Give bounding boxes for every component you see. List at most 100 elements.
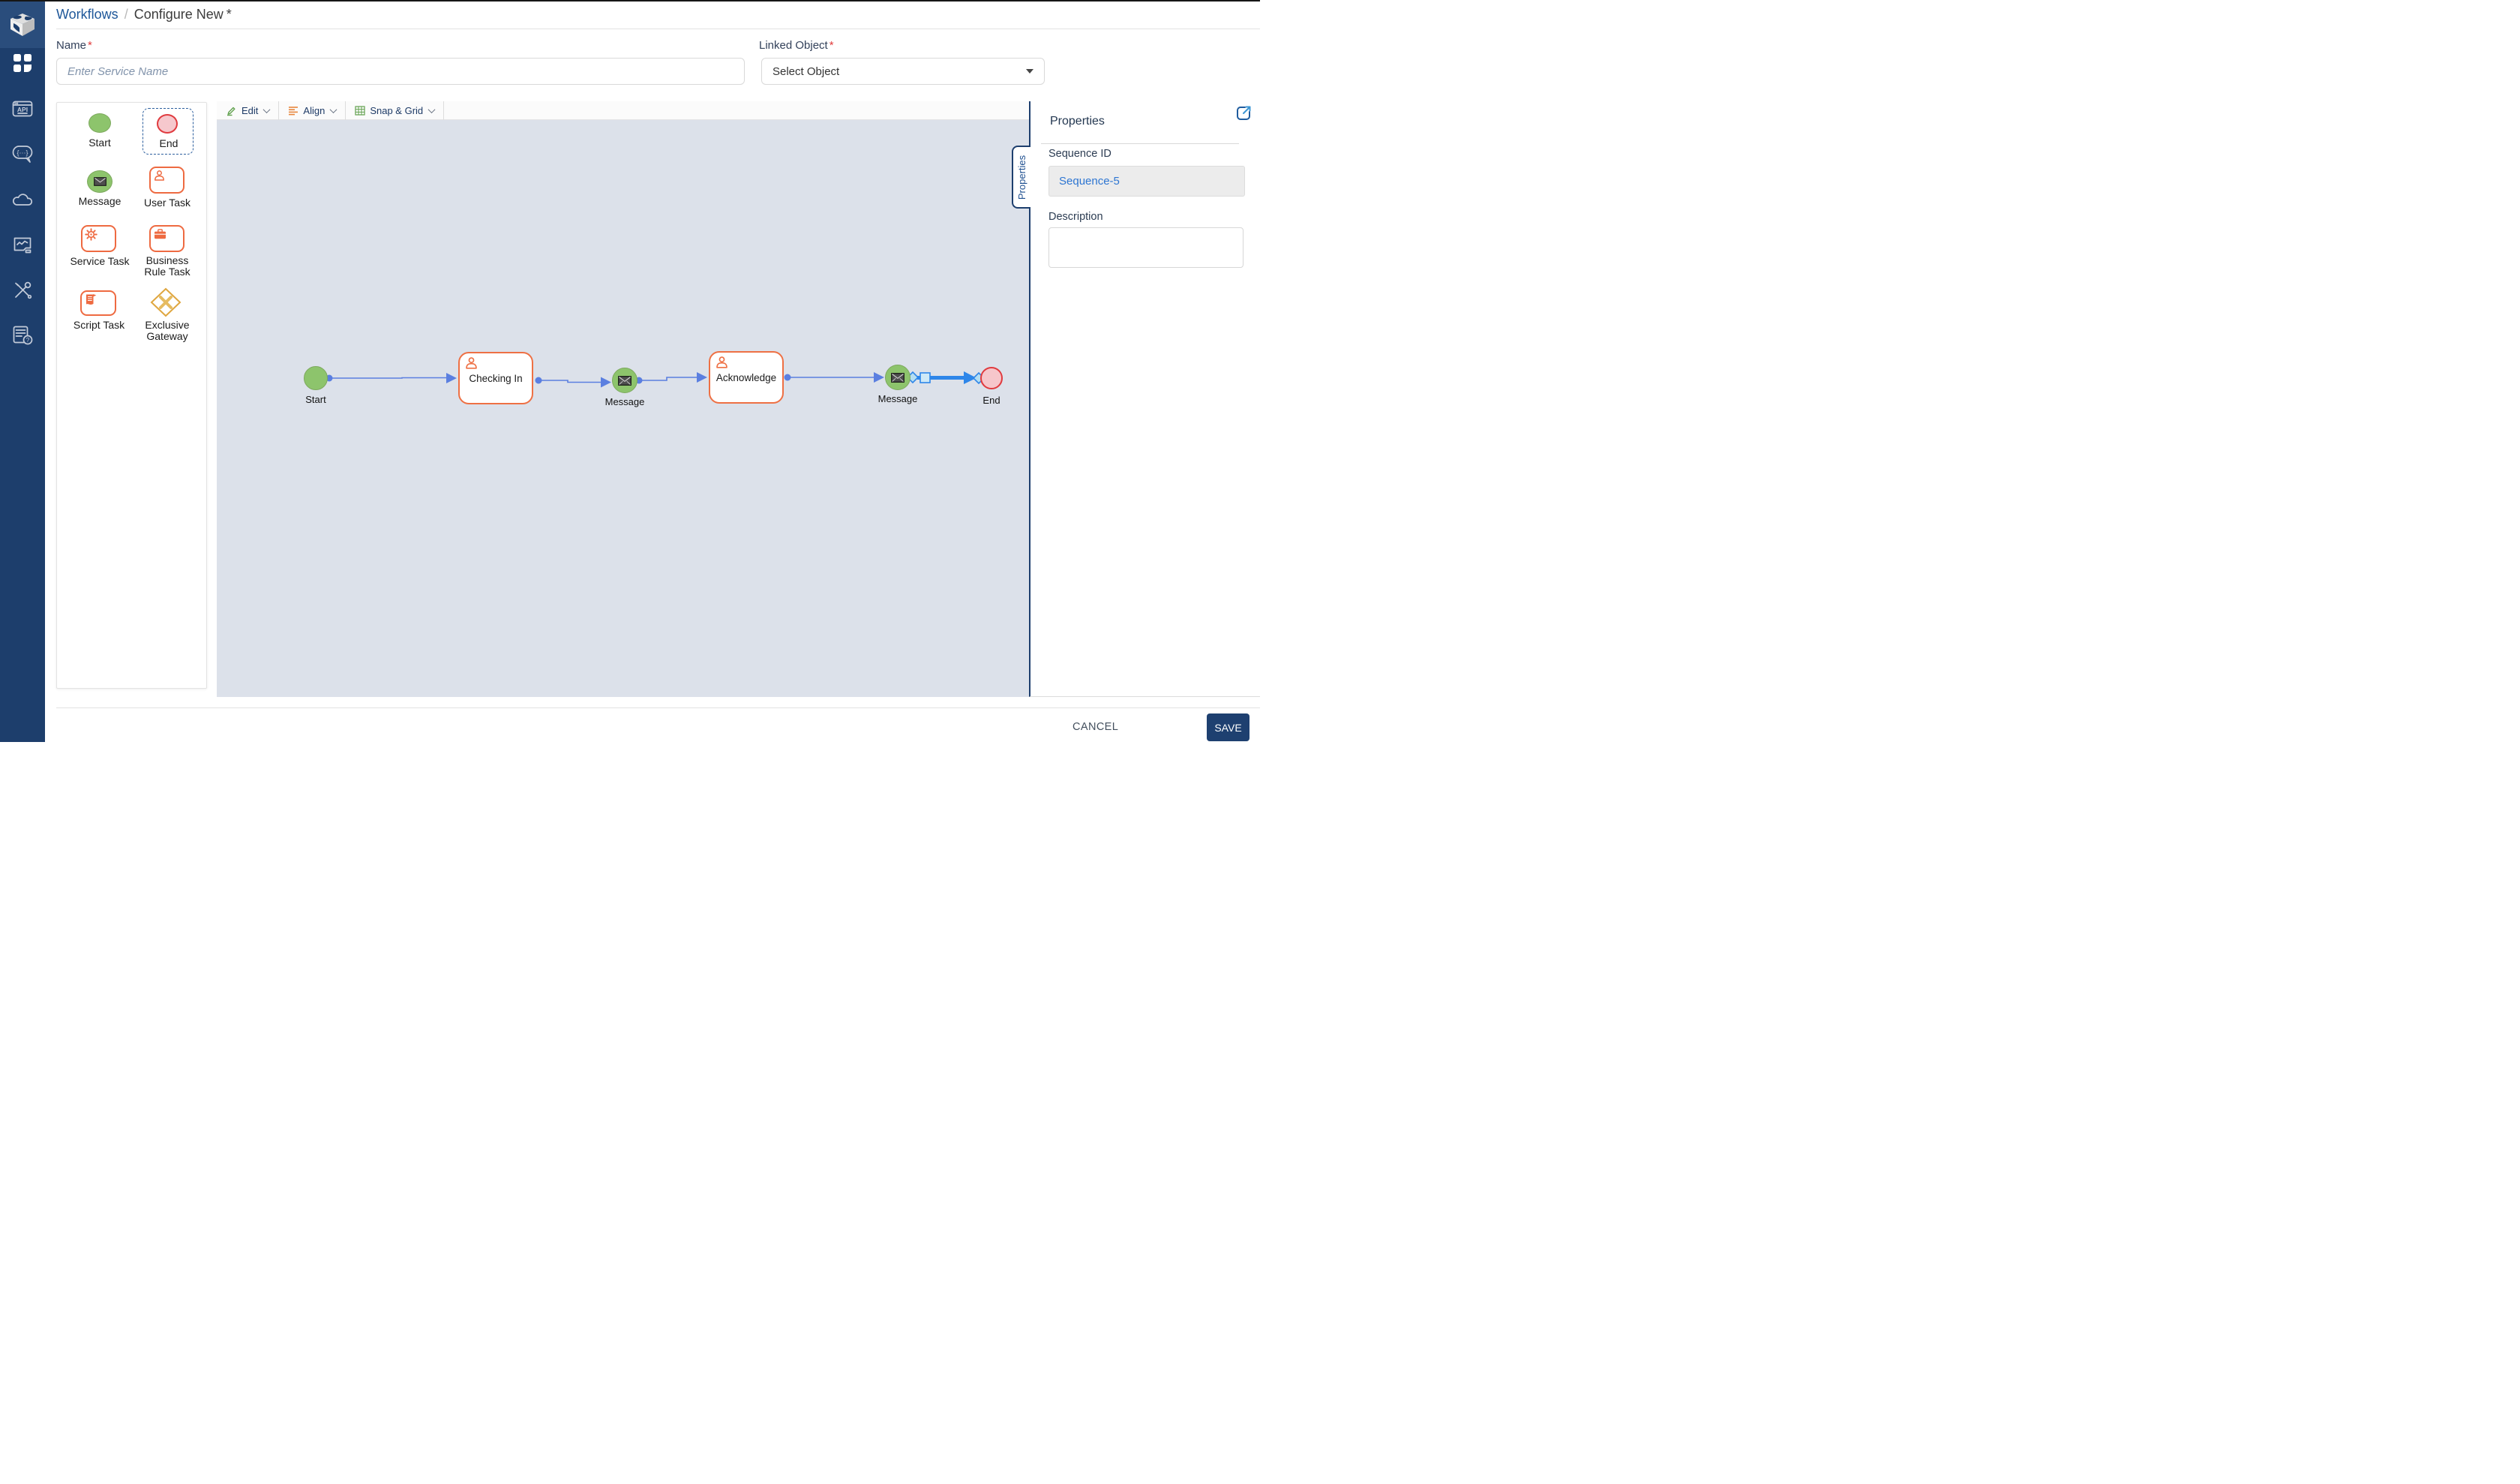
- toolbar-align-label: Align: [303, 105, 326, 116]
- modules-grid-icon: [14, 54, 32, 72]
- person-icon: [716, 356, 728, 368]
- name-field-label: Name*: [56, 39, 92, 52]
- window-top-strip: [0, 0, 1260, 2]
- code-chat-icon-text: {···}: [16, 149, 28, 156]
- message-event-shape: [87, 170, 112, 193]
- open-in-new-window-icon[interactable]: [1234, 104, 1252, 122]
- breadcrumb: Workflows / Configure New *: [56, 5, 232, 24]
- name-required-asterisk: *: [88, 39, 92, 52]
- chevron-down-icon: [262, 106, 271, 114]
- sidebar-item-api[interactable]: API: [0, 92, 45, 125]
- linked-object-select[interactable]: Select Object: [761, 58, 1045, 85]
- help-icon-text: ?: [26, 337, 29, 344]
- start-event-shape: [88, 113, 111, 133]
- workflow-canvas[interactable]: Edit Align: [217, 101, 1029, 697]
- sidebar-item-tools[interactable]: [0, 274, 45, 307]
- sidebar-item-modules[interactable]: [0, 47, 45, 80]
- app-sidebar: API {···}: [0, 0, 45, 742]
- sidebar-item-code-chat[interactable]: {···}: [0, 137, 45, 170]
- palette-item-label: End: [159, 137, 178, 149]
- end-event-shape: [157, 114, 178, 134]
- sidebar-item-reports[interactable]: [0, 228, 45, 261]
- api-icon: API: [12, 101, 33, 117]
- workflow-configure-page: API {···}: [0, 0, 1260, 742]
- api-icon-text: API: [17, 106, 28, 113]
- properties-panel-title: Properties: [1050, 115, 1105, 128]
- canvas-node-label: Start: [305, 394, 326, 405]
- report-chart-icon: [14, 237, 32, 254]
- connector-message-to-acknowledge: [635, 372, 707, 384]
- business-rule-task-shape: [149, 225, 184, 252]
- help-doc-icon: ?: [13, 326, 32, 345]
- properties-panel: Properties Properties Sequence ID Sequen…: [1012, 101, 1260, 697]
- task-node-text: Acknowledge: [716, 371, 777, 383]
- toolbar-edit-label: Edit: [242, 105, 259, 116]
- shape-palette: Start End Message User Task: [56, 102, 207, 689]
- palette-item-label: Business Rule Task: [144, 254, 190, 278]
- briefcase-icon: [154, 229, 166, 239]
- pencil-icon: [227, 107, 236, 116]
- person-icon: [466, 357, 477, 369]
- palette-item-label: User Task: [144, 197, 190, 209]
- cancel-button[interactable]: CANCEL: [1072, 721, 1119, 733]
- globe-cube-icon: [10, 14, 34, 36]
- sidebar-item-cloud[interactable]: [0, 183, 45, 216]
- service-task-shape: [81, 225, 116, 252]
- connector-acknowledge-to-message: [784, 372, 884, 383]
- toolbar-snap-grid-menu[interactable]: Snap & Grid: [346, 101, 445, 120]
- canvas-node-label: Message: [878, 393, 918, 404]
- cloud-icon: [13, 194, 33, 206]
- code-chat-icon: {···}: [12, 145, 33, 163]
- palette-item-label: Script Task: [73, 319, 125, 331]
- palette-item-label: Service Task: [70, 255, 130, 267]
- linked-object-selected-value: Select Object: [772, 65, 840, 78]
- toolbar-snap-grid-label: Snap & Grid: [370, 105, 424, 116]
- breadcrumb-workflows-link[interactable]: Workflows: [56, 6, 118, 22]
- description-textarea[interactable]: [1048, 227, 1244, 268]
- tools-icon: [15, 281, 32, 299]
- envelope-icon: [618, 375, 632, 386]
- breadcrumb-separator: /: [124, 6, 128, 22]
- save-button[interactable]: SAVE: [1207, 713, 1250, 741]
- person-icon: [154, 170, 164, 181]
- service-name-input[interactable]: [56, 58, 745, 85]
- canvas-node-end[interactable]: [980, 367, 1003, 389]
- canvas-node-label: End: [982, 395, 1000, 406]
- palette-item-label: Exclusive Gateway: [145, 319, 190, 343]
- connector-checkingin-to-message: [535, 377, 611, 388]
- script-task-shape: [80, 290, 116, 316]
- sidebar-item-help-docs[interactable]: ?: [0, 319, 45, 352]
- unsaved-changes-marker: *: [226, 6, 232, 22]
- sequence-id-field: Sequence-5: [1048, 166, 1245, 197]
- grid-icon: [355, 106, 365, 116]
- properties-divider: [1041, 143, 1239, 144]
- app-logo[interactable]: [0, 2, 45, 48]
- palette-item-label: Start: [88, 137, 111, 149]
- canvas-node-message-1[interactable]: [612, 368, 638, 393]
- properties-tab[interactable]: Properties: [1012, 146, 1030, 209]
- palette-item-label: Message: [78, 195, 122, 207]
- connector-start-to-checkingin: [326, 373, 457, 383]
- toolbar-align-menu[interactable]: Align: [279, 101, 346, 120]
- sequence-id-value: Sequence-5: [1059, 175, 1120, 188]
- toolbar-edit-menu[interactable]: Edit: [217, 101, 280, 120]
- select-caret-icon: [1026, 69, 1034, 74]
- envelope-icon: [93, 177, 106, 186]
- chevron-down-icon: [329, 106, 338, 114]
- gear-icon: [85, 228, 98, 241]
- name-label-text: Name: [56, 39, 87, 52]
- canvas-node-acknowledge[interactable]: Acknowledge: [709, 351, 784, 404]
- linked-object-label-text: Linked Object: [759, 39, 828, 52]
- script-icon: [86, 294, 97, 305]
- canvas-node-checking-in[interactable]: Checking In: [458, 352, 533, 404]
- footer-divider: [56, 707, 1260, 708]
- properties-tab-label: Properties: [1016, 155, 1028, 200]
- canvas-node-start[interactable]: [304, 366, 328, 390]
- canvas-node-message-2[interactable]: [885, 365, 910, 390]
- palette-item-end-selected[interactable]: End: [142, 108, 194, 155]
- canvas-toolbar: Edit Align: [217, 101, 1029, 120]
- task-node-text: Checking In: [469, 372, 523, 384]
- align-lines-icon: [289, 107, 298, 116]
- description-label: Description: [1048, 211, 1103, 223]
- linked-object-label: Linked Object*: [759, 39, 834, 52]
